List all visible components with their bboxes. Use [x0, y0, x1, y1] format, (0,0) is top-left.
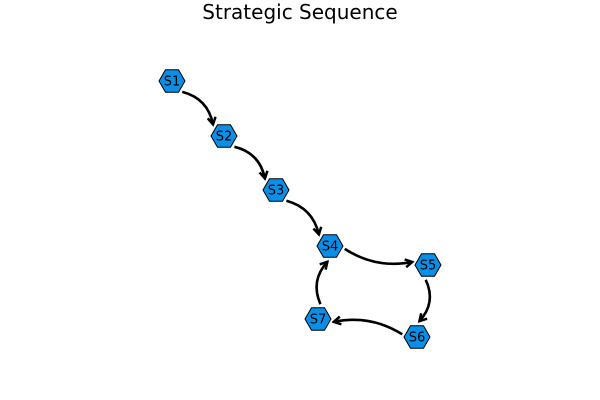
- node-s7: S7: [304, 307, 332, 331]
- node-hexagon: [403, 325, 431, 349]
- diagram-title: Strategic Sequence: [202, 0, 398, 24]
- node-label: S5: [420, 259, 437, 274]
- node-label: S4: [322, 240, 339, 255]
- node-label: S3: [268, 184, 285, 199]
- edges-layer: [181, 90, 432, 336]
- node-label: S6: [409, 331, 426, 346]
- edge-s2-s3: [234, 145, 264, 179]
- node-hexagon: [158, 69, 186, 93]
- node-hexagon: [210, 124, 238, 148]
- node-hexagon: [262, 178, 290, 202]
- node-hexagon: [414, 253, 442, 277]
- node-label: S2: [216, 130, 233, 145]
- node-s2: S2: [210, 124, 238, 148]
- node-hexagon: [316, 234, 344, 258]
- edge-s4-s5: [344, 247, 413, 264]
- node-label: S7: [310, 313, 327, 328]
- node-s4: S4: [316, 234, 344, 258]
- edge-s3-s4: [286, 199, 318, 235]
- node-s6: S6: [403, 325, 431, 349]
- node-s1: S1: [158, 69, 186, 93]
- edge-s5-s6: [419, 279, 432, 321]
- node-hexagon: [304, 307, 332, 331]
- node-label: S1: [164, 75, 181, 90]
- edge-s6-s7: [334, 320, 403, 336]
- edge-s7-s4: [315, 262, 328, 305]
- node-s5: S5: [414, 253, 442, 277]
- node-s3: S3: [262, 178, 290, 202]
- edge-s1-s2: [181, 90, 213, 124]
